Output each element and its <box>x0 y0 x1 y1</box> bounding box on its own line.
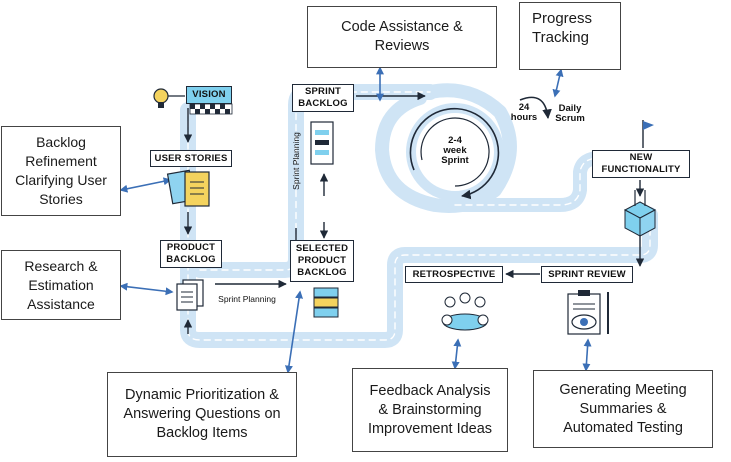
product-backlog-label: PRODUCT BACKLOG <box>166 242 216 265</box>
product-backlog-stage: PRODUCT BACKLOG <box>160 240 222 268</box>
selected-product-backlog-label: SELECTED PRODUCT BACKLOG <box>295 243 349 278</box>
sprint-backlog-stage: SPRINT BACKLOG <box>292 84 354 112</box>
lightbulb-icon <box>153 88 185 108</box>
flag-icon <box>642 120 654 148</box>
sprint-cycle <box>406 103 504 201</box>
open-box-icon <box>623 190 657 237</box>
clipboard-eye-icon <box>567 290 609 335</box>
daily-scrum-arc <box>519 96 552 119</box>
selected-product-backlog-stage: SELECTED PRODUCT BACKLOG <box>290 240 354 282</box>
callout-arrows <box>119 66 592 374</box>
code-assistance-callout: Code Assistance & Reviews <box>307 6 497 68</box>
sprint-backlog-list-icon <box>310 121 334 165</box>
daily-cycle-label: 24 hours <box>510 102 538 123</box>
sprint-review-label: SPRINT REVIEW <box>548 268 626 280</box>
team-meeting-icon <box>441 292 489 331</box>
vision-label: VISION <box>192 89 226 100</box>
feedback-analysis-callout: Feedback Analysis & Brainstorming Improv… <box>352 368 508 452</box>
daily-scrum-label: Daily Scrum <box>555 103 585 124</box>
sprint-duration-label: 2-4 week Sprint <box>441 135 469 166</box>
sprint-review-stage: SPRINT REVIEW <box>541 266 633 283</box>
progress-tracking-callout: Progress Tracking <box>519 2 621 70</box>
research-estimation-callout: Research & Estimation Assistance <box>1 250 121 320</box>
backlog-pages-icon <box>176 279 204 311</box>
stacked-blocks-icon <box>313 287 339 318</box>
new-functionality-stage: NEW FUNCTIONALITY <box>592 150 690 178</box>
user-stories-label: USER STORIES <box>154 152 228 164</box>
sprint-planning-vertical-label: Sprint Planning <box>291 132 301 190</box>
new-functionality-label: NEW FUNCTIONALITY <box>601 152 681 175</box>
user-stories-document-icon <box>166 169 210 207</box>
retrospective-label: RETROSPECTIVE <box>412 268 496 280</box>
sprint-backlog-label: SPRINT BACKLOG <box>298 86 348 109</box>
vision-stage: VISION <box>186 86 232 104</box>
retrospective-stage: RETROSPECTIVE <box>405 266 503 283</box>
backlog-refinement-callout: Backlog Refinement Clarifying User Stori… <box>1 126 121 216</box>
checkered-flag-banner-icon <box>189 103 233 115</box>
dynamic-prioritization-callout: Dynamic Prioritization & Answering Quest… <box>107 372 297 457</box>
meeting-summaries-callout: Generating Meeting Summaries & Automated… <box>533 370 713 448</box>
user-stories-stage: USER STORIES <box>150 150 232 167</box>
sprint-planning-label: Sprint Planning <box>218 294 276 304</box>
